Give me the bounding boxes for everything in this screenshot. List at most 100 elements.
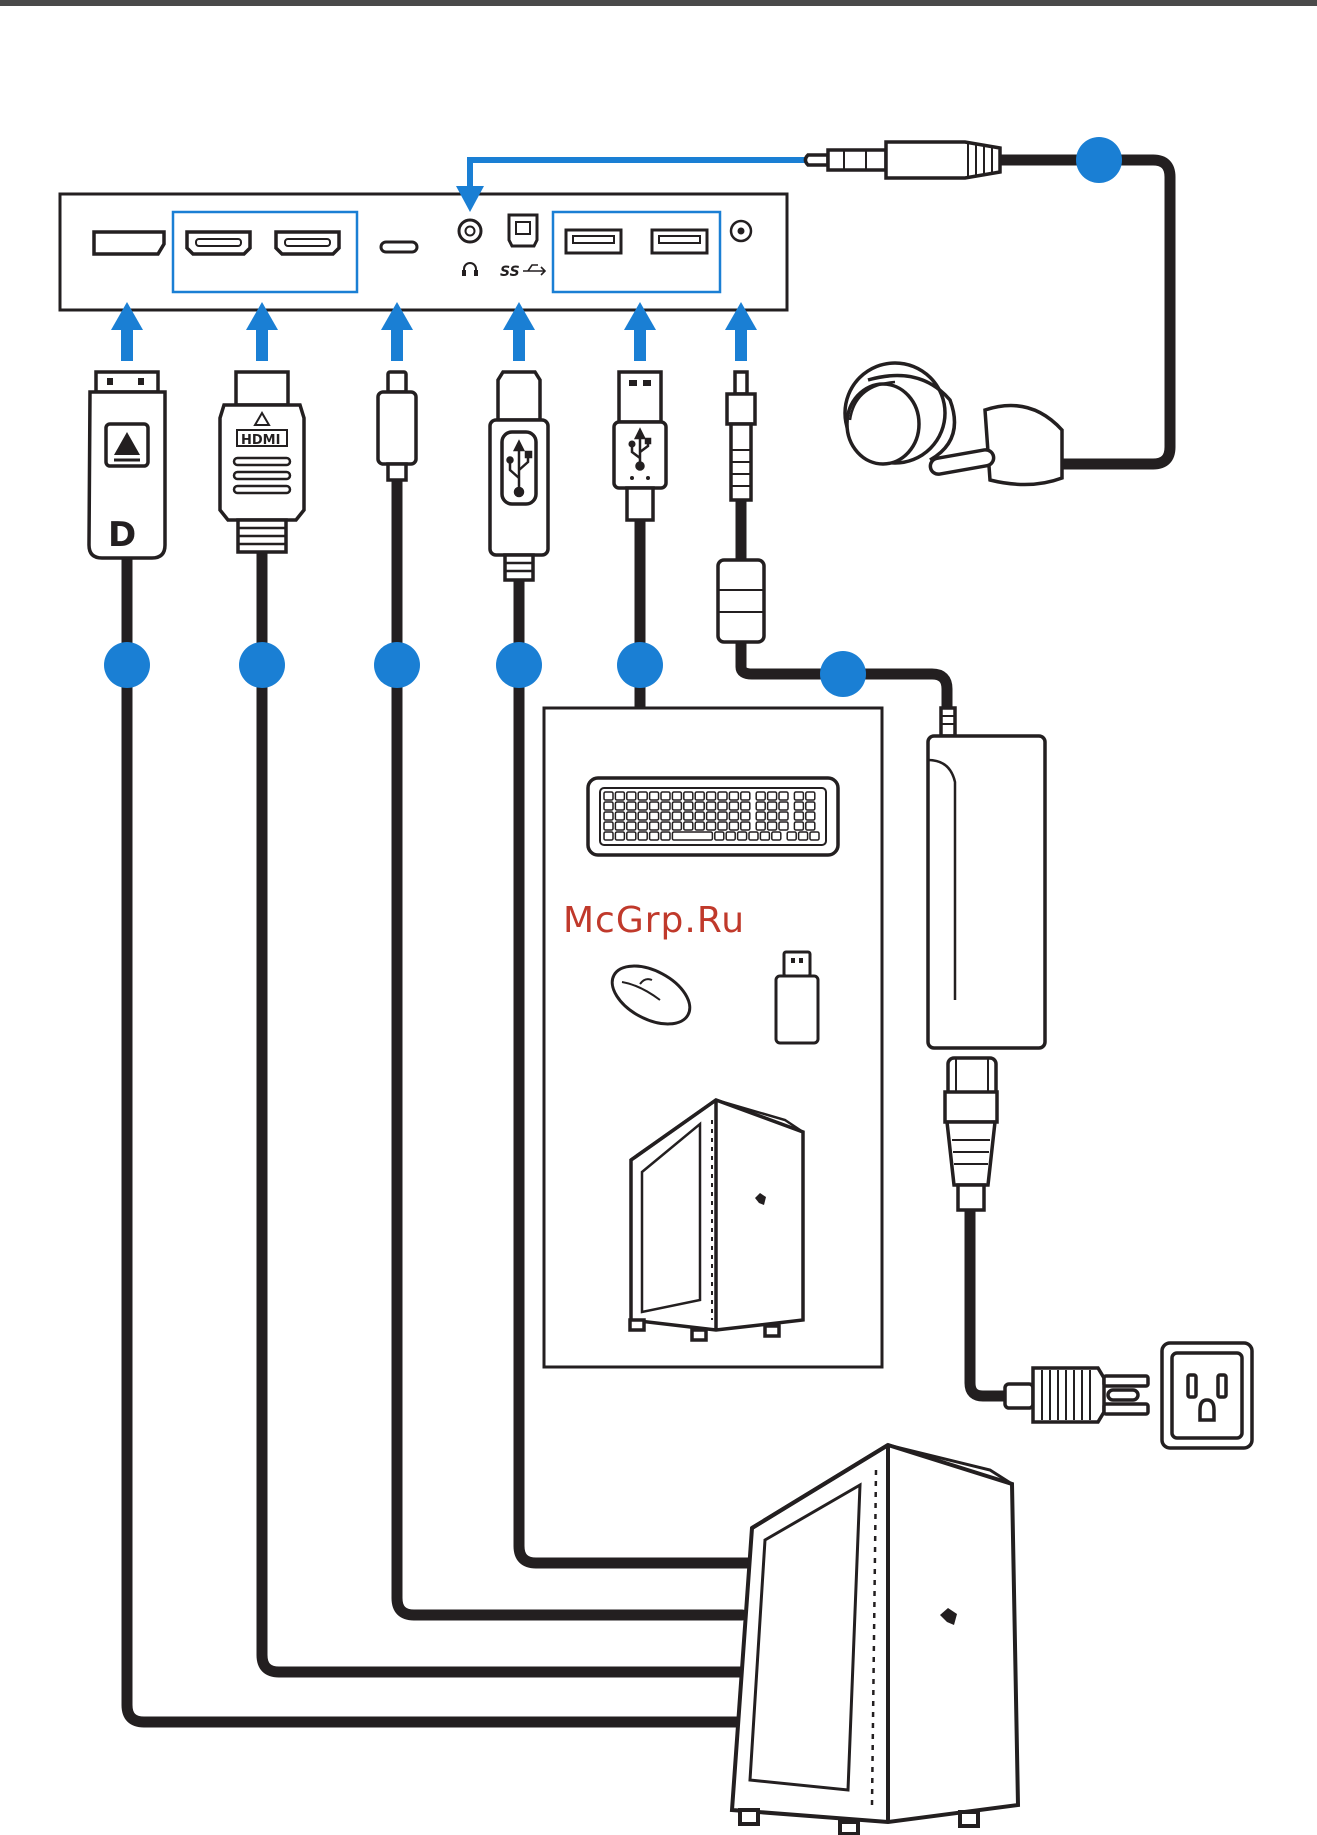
keyboard-key [638,832,647,840]
keyboard-key [749,832,758,840]
keyboard-key [794,812,803,820]
keyboard-key [638,802,647,810]
svg-text:HDMI: HDMI [241,433,280,448]
keyboard-key [729,812,738,820]
keyboard-key [604,812,613,820]
keyboard-key [738,832,747,840]
keyboard-key [707,812,716,820]
keyboard-key [661,822,670,830]
audio-jack-plug-icon [806,142,1001,178]
keyboard-key [627,812,636,820]
keyboard-key [661,812,670,820]
keyboard-key [741,812,750,820]
cable-ac [970,1210,1005,1396]
keyboard-key [650,822,659,830]
pc-tower-icon [732,1445,1018,1834]
keyboard-key [794,802,803,810]
keyboard-key [604,792,613,800]
keyboard-key [768,812,777,820]
top-rule [0,0,1317,6]
marker-displayport [104,642,150,688]
keyboard-key [627,802,636,810]
keyboard-key [756,792,765,800]
keyboard-key [615,832,624,840]
usb-peripherals-panel: McGrp.Ru [544,708,882,1367]
keyboard-key [604,822,613,830]
keyboard-key [661,832,670,840]
keyboard-key [695,792,704,800]
keyboard-key [650,812,659,820]
keyboard-key [604,802,613,810]
keyboard-key [684,802,693,810]
power-adapter-icon [928,708,1045,1210]
keyboard-key [806,802,815,810]
svg-text:SS: SS [500,264,520,280]
keyboard-key [772,832,781,840]
keyboard-key [756,802,765,810]
watermark-text: McGrp.Ru [563,900,745,941]
monitor-port-panel: SS [60,194,787,310]
keyboard-key [672,822,681,830]
marker-power [820,651,866,697]
keyboard-key [729,792,738,800]
keyboard-key [695,822,704,830]
keyboard-key [672,832,712,840]
keyboard-key [615,812,624,820]
marker-hdmi [239,642,285,688]
keyboard-key [650,792,659,800]
ac-power-plug-icon [1005,1368,1148,1422]
displayport-plug-icon: D [89,372,165,558]
keyboard-key [760,832,769,840]
keyboard-key [707,802,716,810]
usb-b-plug-icon [490,372,548,580]
keyboard-key [779,822,788,830]
keyboard-key [768,792,777,800]
keyboard-key [715,832,724,840]
keyboard-key [810,832,819,840]
keyboard-key [661,802,670,810]
keyboard-key [650,832,659,840]
keyboard-key [684,812,693,820]
usb-c-port[interactable] [381,242,417,252]
keyboard-key [718,822,727,830]
dp-logo-text: D [108,515,136,555]
displayport-port[interactable] [94,232,164,254]
usb-a-port-1[interactable] [566,230,621,253]
keyboard-key [684,792,693,800]
keyboard-key [707,822,716,830]
keyboard-key [787,832,796,840]
keyboard-icon [588,778,838,855]
keyboard-key [718,792,727,800]
marker-headphone [1076,137,1122,183]
keyboard-key [768,802,777,810]
keyboard-key [756,822,765,830]
keyboard-key [794,822,803,830]
keyboard-key [661,792,670,800]
keyboard-key [672,812,681,820]
keyboard-key [615,822,624,830]
keyboard-key [756,812,765,820]
keyboard-key [741,802,750,810]
keyboard-key [806,822,815,830]
usb-a-port-2[interactable] [652,230,707,253]
keyboard-key [684,822,693,830]
keyboard-key [638,792,647,800]
keyboard-key [806,792,815,800]
keyboard-key [779,812,788,820]
usb-c-plug-icon [378,372,416,480]
marker-usb-a [617,642,663,688]
keyboard-key [799,832,808,840]
keyboard-key [638,822,647,830]
keyboard-key [718,812,727,820]
keyboard-key [806,812,815,820]
keyboard-key [627,832,636,840]
keyboard-key [695,812,704,820]
keyboard-key [768,822,777,830]
keyboard-key [650,802,659,810]
keyboard-key [627,822,636,830]
headphones-icon [845,363,1062,485]
wall-outlet-icon [1162,1343,1252,1448]
keyboard-key [615,792,624,800]
keyboard-key [794,792,803,800]
keyboard-key [779,802,788,810]
